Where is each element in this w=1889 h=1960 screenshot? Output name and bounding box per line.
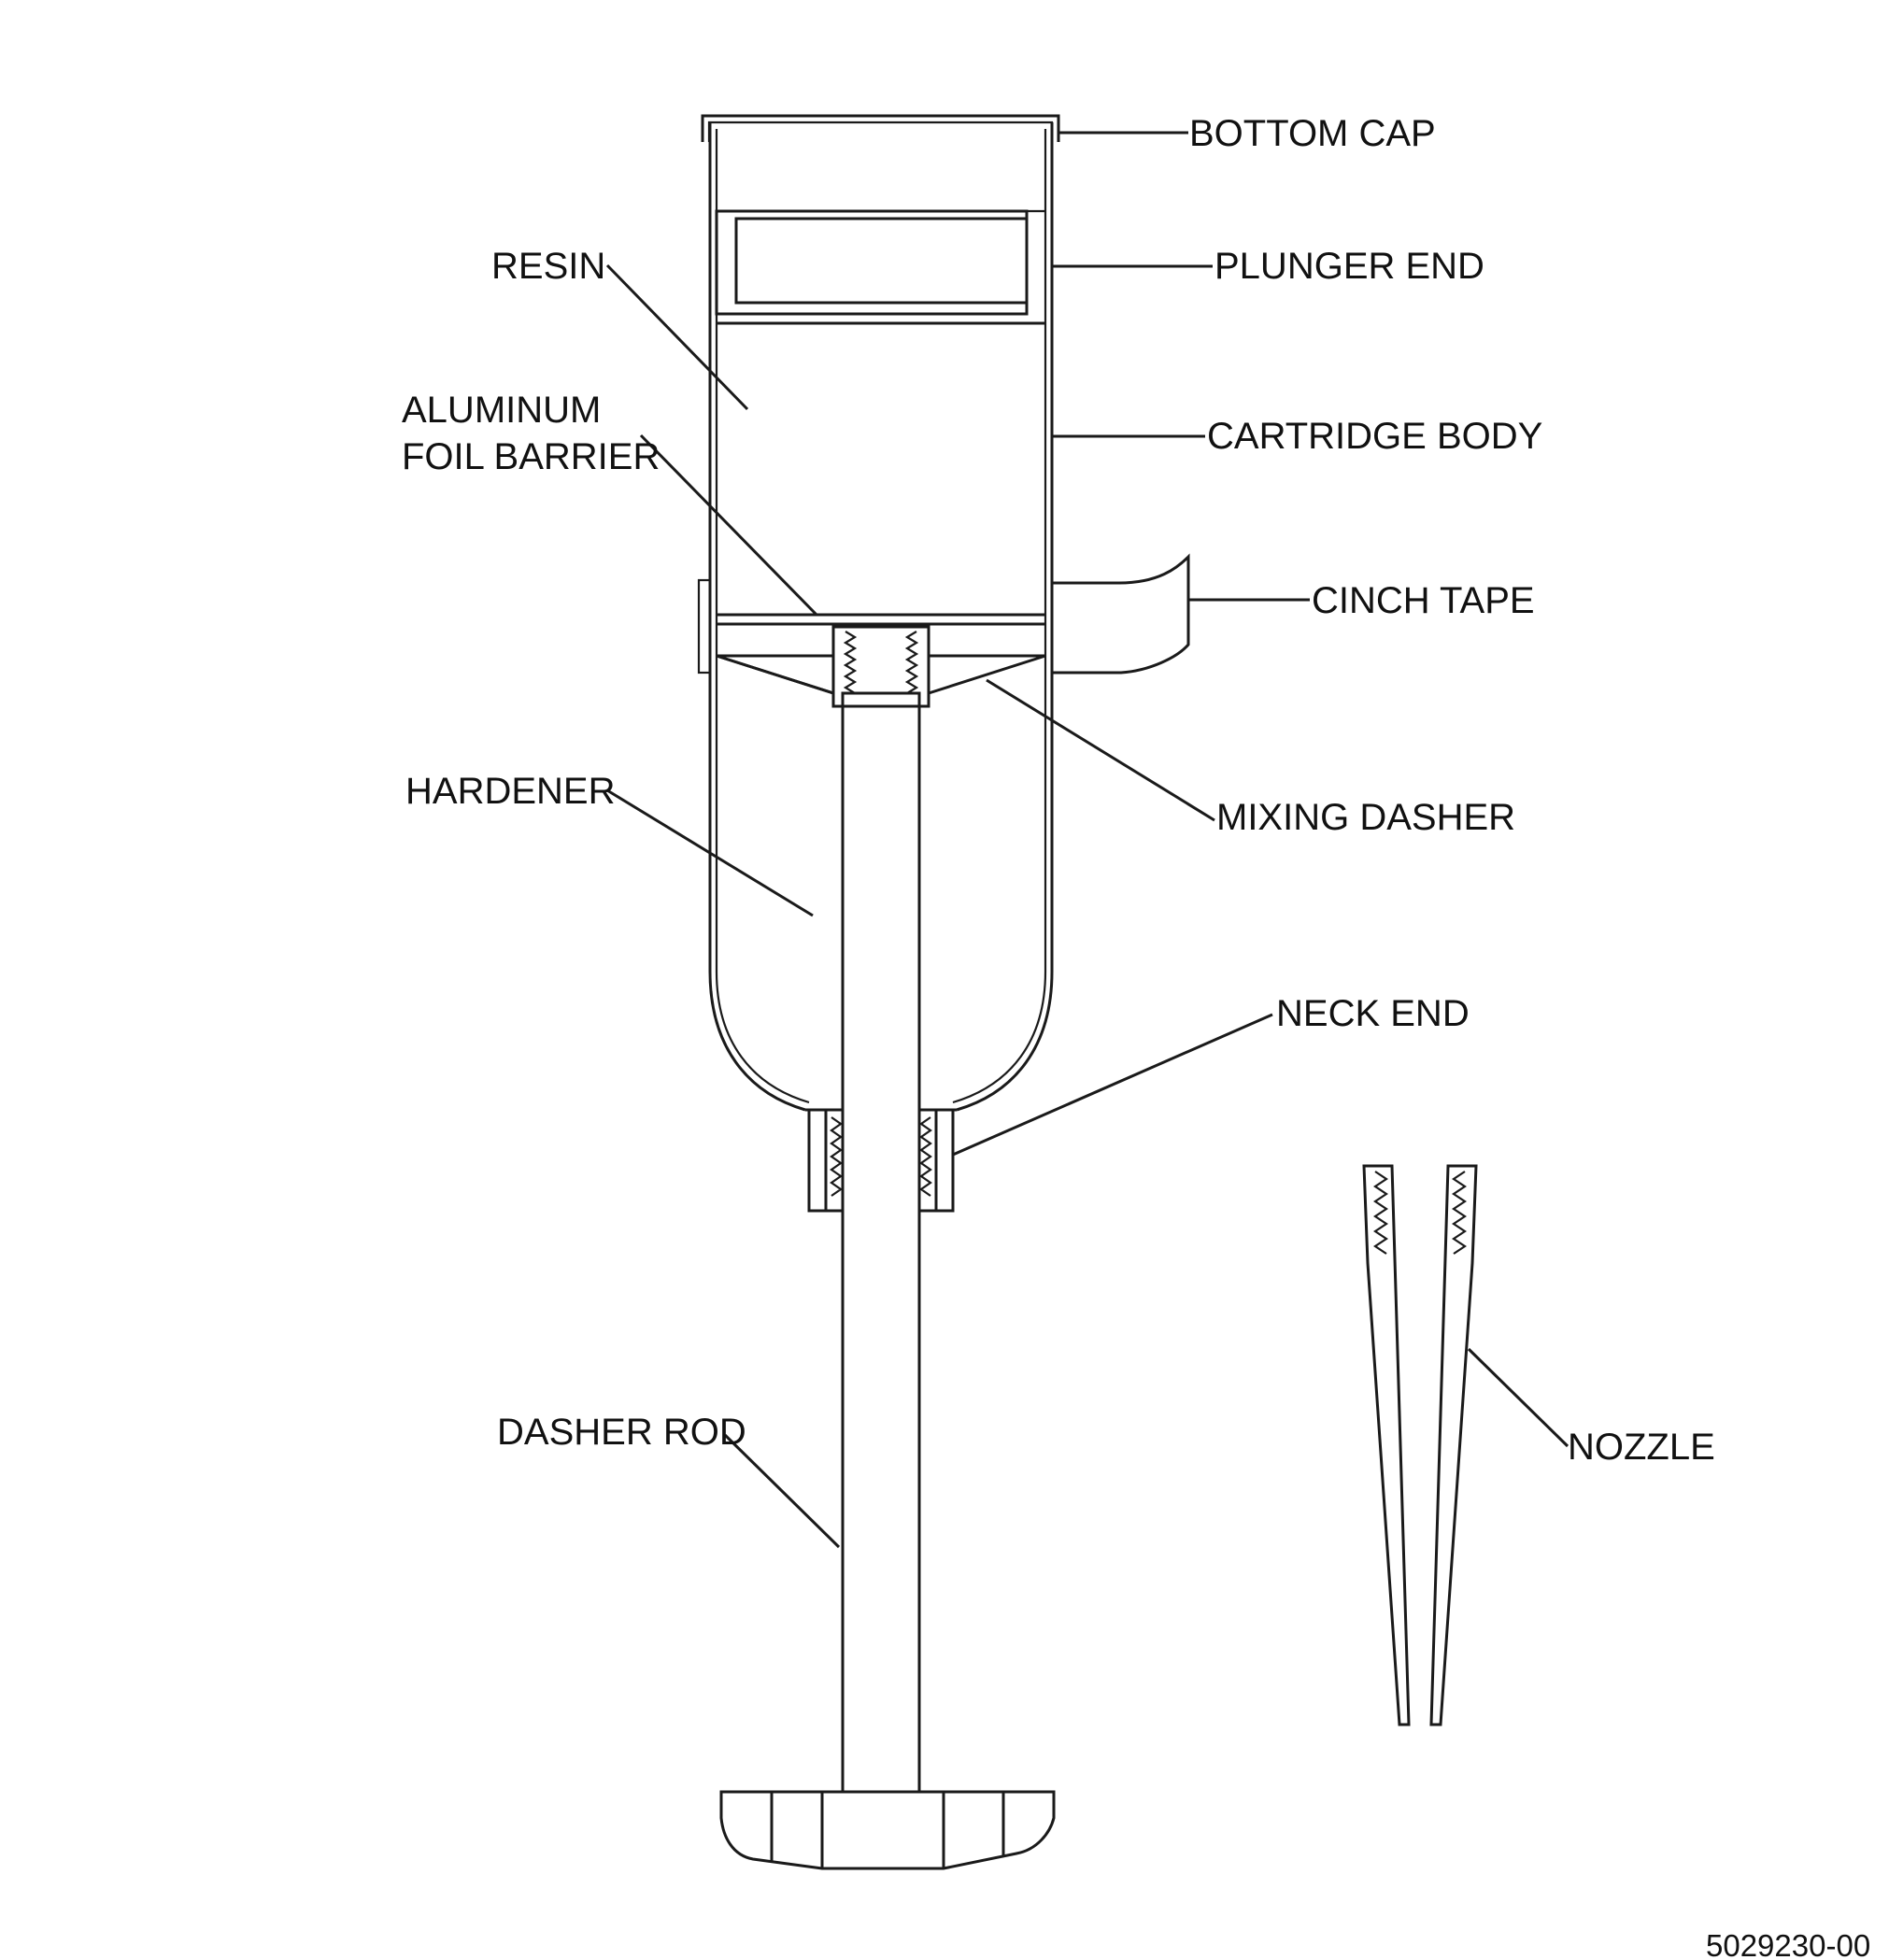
dasher-rod <box>841 706 921 1792</box>
leader-nozzle <box>1467 1347 1569 1448</box>
label-neck-end: NECK END <box>1276 993 1470 1034</box>
label-resin: RESIN <box>491 246 605 287</box>
label-aluminum-foil-barrier-line2: FOIL BARRIER <box>402 436 660 477</box>
labels: BOTTOM CAP PLUNGER END RESIN ALUMINUM FO… <box>402 113 1870 1960</box>
label-nozzle: NOZZLE <box>1568 1427 1715 1468</box>
label-cinch-tape: CINCH TAPE <box>1312 580 1535 621</box>
drawing-number: 5029230-00 <box>1706 1928 1870 1960</box>
leader-hardener <box>606 788 814 917</box>
leader-aluminum-foil <box>639 433 818 617</box>
dasher-handle <box>719 1790 1056 1870</box>
label-hardener: HARDENER <box>405 771 615 812</box>
neck-end <box>805 1108 957 1213</box>
leader-mixing-dasher <box>986 678 1215 822</box>
label-dasher-rod: DASHER ROD <box>497 1412 746 1453</box>
label-aluminum-foil-barrier-line1: ALUMINUM <box>402 390 601 431</box>
leader-neck-end <box>952 1013 1273 1157</box>
bottom-cap <box>701 114 1060 142</box>
leader-dasher-rod <box>723 1433 841 1549</box>
leader-resin <box>605 263 749 411</box>
label-mixing-dasher: MIXING DASHER <box>1216 797 1515 838</box>
label-plunger-end: PLUNGER END <box>1214 246 1484 287</box>
nozzle <box>1362 1164 1478 1726</box>
label-cartridge-body: CARTRIDGE BODY <box>1207 416 1542 457</box>
mixing-dasher <box>716 625 1046 708</box>
leader-lines <box>605 131 1569 1549</box>
label-bottom-cap: BOTTOM CAP <box>1189 113 1436 154</box>
plunger-end <box>715 209 1045 325</box>
aluminum-foil-barrier <box>697 578 1045 675</box>
cinch-tape <box>1052 553 1190 675</box>
